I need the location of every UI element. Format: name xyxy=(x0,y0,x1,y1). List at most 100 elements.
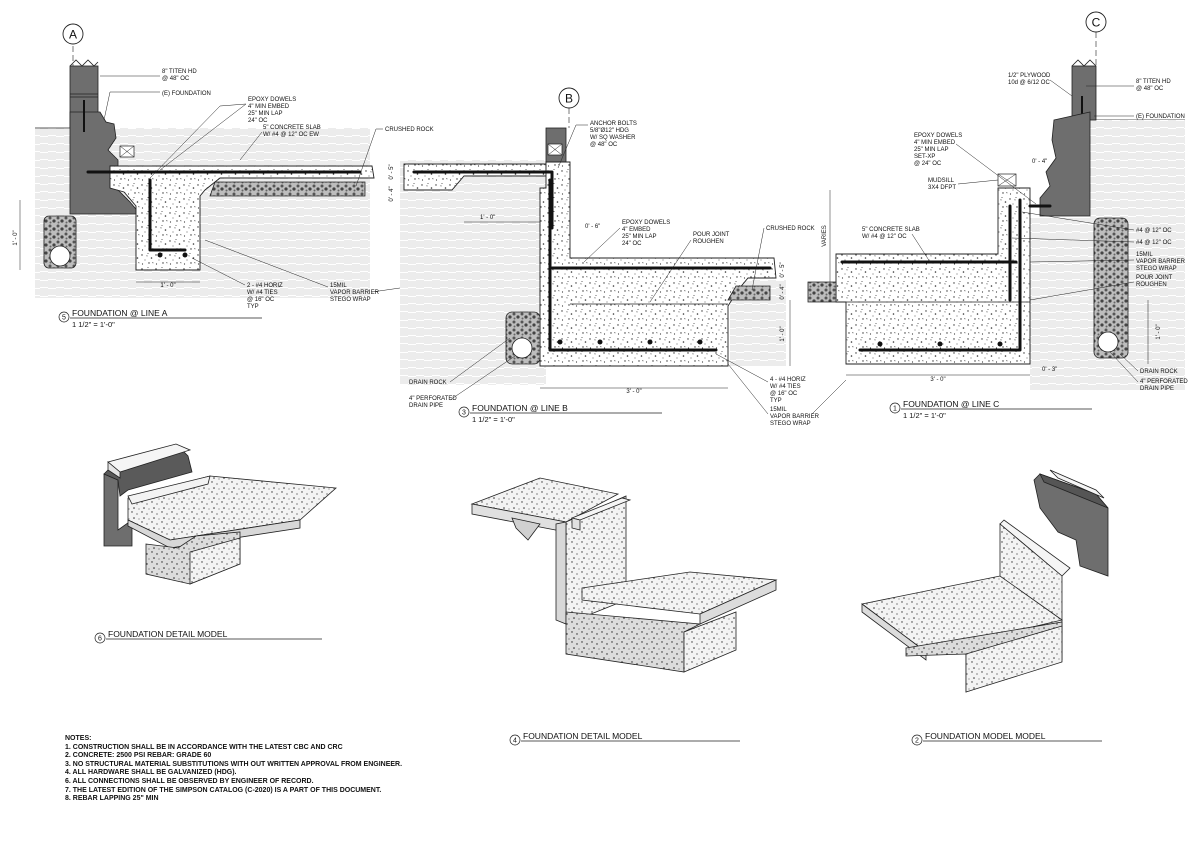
dim-height: 1' - 0" xyxy=(13,230,19,245)
existing-stud-wall xyxy=(1071,65,1097,121)
label-rebar-1: #4 @ 12" OC xyxy=(1136,228,1172,234)
label-dowels-2: 4" EMBED xyxy=(622,227,651,233)
grid-bubble-a-label: A xyxy=(69,28,77,42)
label-anchor-3: W/ SQ WASHER xyxy=(590,135,636,141)
label-crushed-rock: CRUSHED ROCK xyxy=(766,226,815,232)
note-item-7: 7. THE LATEST EDITION OF THE SIMPSON CAT… xyxy=(65,786,382,794)
section-foundation-line-b: B 0' - 6" 1' - 0" 0' - 5" 0' - 4" 1' - xyxy=(400,87,847,427)
label-slab-1: 5" CONCRETE SLAB xyxy=(862,227,920,233)
section-c-title: FOUNDATION @ LINE C xyxy=(903,399,999,409)
section-a-number: 5 xyxy=(62,315,66,322)
label-drain-rock: DRAIN ROCK xyxy=(1140,369,1178,375)
dim-d3: 0' - 4" xyxy=(780,284,786,299)
label-horiz-1: 4 - #4 HORIZ xyxy=(770,377,806,383)
note-item-4: 4. ALL HARDWARE SHALL BE GALVANIZED (HDG… xyxy=(65,769,237,777)
notes-heading: NOTES: xyxy=(65,735,92,742)
label-pour-2: ROUGHEN xyxy=(693,239,724,245)
note-item-3: 3. NO STRUCTURAL MATERIAL SUBSTITUTIONS … xyxy=(65,760,403,768)
label-anchor-1: ANCHOR BOLTS xyxy=(590,121,637,127)
label-mudsill-1: MUDSILL xyxy=(928,178,955,184)
crushed-rock-bed xyxy=(209,181,366,197)
note-item-6: 6. ALL CONNECTIONS SHALL BE OBSERVED BY … xyxy=(65,777,314,785)
label-vb-3: STEGO WRAP xyxy=(770,421,811,427)
dim-width: 3' - 0" xyxy=(626,389,641,395)
label-vb-2: VAPOR BARRIER xyxy=(1136,259,1186,265)
grid-bubble-a xyxy=(62,23,84,45)
grid-bubble-c-label: C xyxy=(1092,16,1101,30)
label-horiz-4: TYP xyxy=(247,304,259,310)
label-dowels-4: 24" OC xyxy=(622,241,642,247)
label-pipe-2: DRAIN PIPE xyxy=(409,403,443,409)
label-pour-1: POUR JOINT xyxy=(693,232,730,238)
existing-foundation xyxy=(69,111,141,215)
model-6-title: FOUNDATION DETAIL MODEL xyxy=(108,629,228,639)
drain-pipe xyxy=(49,245,71,267)
label-vb-2: VAPOR BARRIER xyxy=(770,414,820,420)
model-2-title: FOUNDATION MODEL MODEL xyxy=(925,731,1046,741)
general-notes: NOTES: 1. CONSTRUCTION SHALL BE IN ACCOR… xyxy=(65,735,585,804)
dim-d0: 0' - 6" xyxy=(585,224,600,230)
label-pipe-1: 4" PERFORATED xyxy=(1140,379,1188,385)
model-6-number: 6 xyxy=(98,636,102,643)
concrete-slab-and-footing xyxy=(109,165,375,271)
crushed-rock-bed xyxy=(727,285,771,301)
label-vb-2: VAPOR BARRIER xyxy=(330,290,380,296)
wall-rebar xyxy=(858,198,1022,352)
label-pour-1: POUR JOINT xyxy=(1136,275,1173,281)
grid-bubble-b-label: B xyxy=(565,92,573,106)
model-2-number: 2 xyxy=(915,738,919,745)
label-dowels-4: SET-XP xyxy=(914,154,935,160)
section-c-number-bubble xyxy=(889,402,901,414)
model-4-number: 4 xyxy=(513,738,517,745)
note-item-8: 8. REBAR LAPPING 25" MIN xyxy=(65,795,159,803)
label-mudsill-2: 3X4 DFPT xyxy=(928,185,956,191)
label-plywood-1: 1/2" PLYWOOD xyxy=(1008,73,1051,79)
section-a-scale: 1 1/2" = 1'-0" xyxy=(72,320,115,329)
label-drain-rock: DRAIN ROCK xyxy=(409,380,447,386)
label-vb-3: STEGO WRAP xyxy=(1136,266,1177,272)
label-dowels-3: 25" MIN LAP xyxy=(248,111,282,117)
label-pipe-1: 4" PERFORATED xyxy=(409,396,457,402)
label-horiz-3: @ 16" OC xyxy=(770,391,798,397)
existing-foundation xyxy=(1039,111,1091,217)
note-item-2: 2. CONCRETE: 2500 PSI REBAR: GRADE 60 xyxy=(65,752,212,760)
label-dowels-1: EPOXY DOWELS xyxy=(622,220,670,226)
label-pipe-2: DRAIN PIPE xyxy=(1140,386,1174,392)
section-foundation-line-a: A 1' - 0" 1' - 0" 0' - 5" 0' - 4" 8" TIT… xyxy=(13,23,541,329)
dim-width: 1' - 0" xyxy=(160,283,175,289)
dim-top: 0' - 4" xyxy=(1032,159,1047,165)
label-slab-2: W/ #4 @ 12" OC xyxy=(862,234,907,240)
dim-d2: 0' - 5" xyxy=(780,262,786,277)
dim-side: 0' - 3" xyxy=(1042,367,1057,373)
label-dowels-2: 4" MIN EMBED xyxy=(248,104,290,110)
label-horiz-4: TYP xyxy=(770,398,782,404)
label-anchor-2: 5/8"Ø12" HDG xyxy=(590,128,629,134)
label-horiz-2: W/ #4 TIES xyxy=(770,384,801,390)
label-dowels-1: EPOXY DOWELS xyxy=(914,133,962,139)
model-foundation-2: 2 FOUNDATION MODEL MODEL xyxy=(861,469,1109,746)
label-titen: 8" TITEN HD xyxy=(1136,79,1171,85)
footing-rebar xyxy=(148,178,187,252)
dim-d1: 1' - 0" xyxy=(1156,324,1162,339)
label-slab-1: 5" CONCRETE SLAB xyxy=(263,125,321,131)
label-dowels-3: 25" MIN LAP xyxy=(914,147,948,153)
label-titen-oc: @ 48" OC xyxy=(1136,86,1164,92)
upper-slab-rebar xyxy=(412,170,554,230)
drain-pipe xyxy=(511,337,533,359)
section-foundation-line-c: C 0' - 4" 1' - 0" 3' - 0" 0' xyxy=(807,11,1188,420)
label-horiz-2: W/ #4 TIES xyxy=(247,290,278,296)
section-b-scale: 1 1/2" = 1'-0" xyxy=(472,415,515,424)
label-rebar-2: #4 @ 12" OC xyxy=(1136,240,1172,246)
label-crushed-rock: CRUSHED ROCK xyxy=(385,127,434,133)
dim-d1: 0' - 5" xyxy=(389,164,395,179)
label-vb-1: 15MIL xyxy=(330,283,347,289)
section-b-number: 3 xyxy=(462,410,466,417)
section-a-title: FOUNDATION @ LINE A xyxy=(72,308,168,318)
dim-d1: 1' - 0" xyxy=(480,215,495,221)
label-dowels-3: 25" MIN LAP xyxy=(622,234,656,240)
label-dowels-2: 4" MIN EMBED xyxy=(914,140,956,146)
label-pour-2: ROUGHEN xyxy=(1136,282,1167,288)
drain-pipe xyxy=(1097,331,1119,353)
label-anchor-4: @ 48" OC xyxy=(590,142,618,148)
